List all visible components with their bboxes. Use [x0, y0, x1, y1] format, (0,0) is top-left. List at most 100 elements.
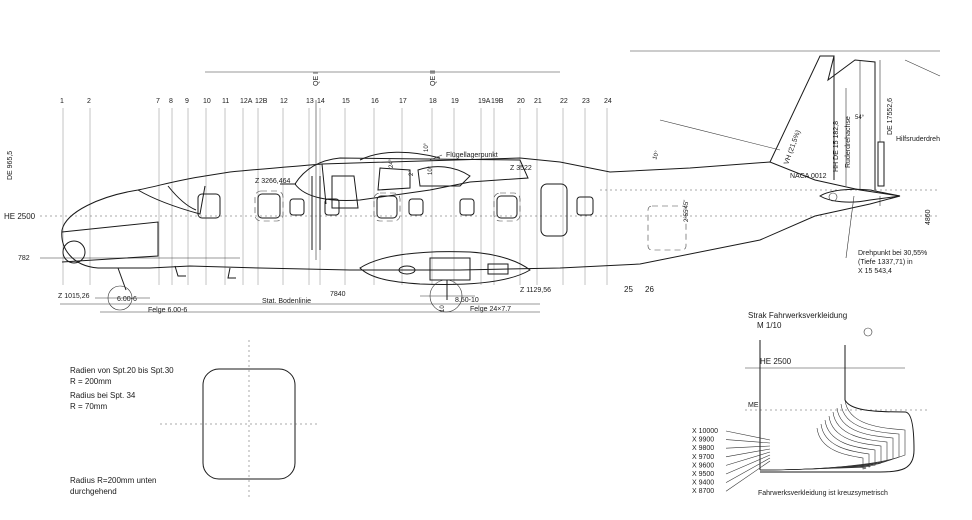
frame-number-9: 9	[185, 98, 189, 105]
dim-4860-label: 4860	[925, 209, 932, 225]
frame-number-23: 23	[582, 98, 590, 105]
angle-2-label: 2°	[409, 170, 415, 176]
window-2	[289, 198, 305, 216]
fairing-contour	[759, 411, 888, 471]
frame-number-8: 8	[169, 98, 173, 105]
frame-number-20: 20	[517, 98, 525, 105]
fairing-leader-line	[725, 448, 771, 458]
floor-line-label: Stat. Bodenlinie	[262, 298, 311, 305]
frame-number-25: 25	[624, 285, 633, 294]
window-detail-line3: Radius bei Spt. 34	[70, 391, 136, 400]
fairing-station-label: X 9400	[692, 480, 714, 487]
frame-number-7: 7	[156, 98, 160, 105]
drehpunkt-line2: (Tiefe 1337,71) in	[858, 259, 913, 266]
frame-number-24: 24	[604, 98, 612, 105]
fairing-title1: Strak Fahrwerksverkleidung	[748, 311, 847, 320]
main-tyre-label: 8.50-10	[455, 297, 479, 304]
cockpit-side-window	[197, 193, 221, 219]
fairing-station-label: X 9700	[692, 454, 714, 461]
window-6	[459, 198, 475, 216]
fairing-leader-line	[725, 454, 771, 475]
window-detail: Radien von Spt.20 bis Spt.30 R = 200mm R…	[70, 340, 320, 500]
frame-number-1: 1	[60, 98, 64, 105]
angle-24-label: 24°	[389, 158, 395, 168]
fairing-contour	[759, 427, 866, 471]
ruder-label: Ruderdrehachse	[845, 116, 852, 168]
window-4	[376, 195, 398, 219]
frame-number-21: 21	[534, 98, 542, 105]
de-17552-label: DE 17552,6	[887, 98, 894, 135]
frame-number-12B: 12B	[255, 98, 268, 105]
frame-number-17: 17	[399, 98, 407, 105]
window-7	[496, 195, 518, 219]
frame-number-10: 10	[203, 98, 211, 105]
frame-number-16: 16	[371, 98, 379, 105]
frame-number-22: 22	[560, 98, 568, 105]
frame-number-14: 14	[317, 98, 325, 105]
window-detail-bottom1: Radius R=200mm unten	[70, 476, 157, 485]
fairing-station-label: X 9900	[692, 437, 714, 444]
naca-label: NACA 0012	[790, 173, 827, 180]
fairing-contour	[759, 399, 906, 471]
fairing-leader-line	[725, 439, 771, 444]
z-lower-label: Z 1129,56	[520, 287, 551, 294]
frame-number-19: 19	[451, 98, 459, 105]
fairing-note: Fahrwerksverkleidung ist kreuzsymetrisch	[758, 490, 888, 497]
frame-number-12: 12	[280, 98, 288, 105]
window-detail-line2: R = 200mm	[70, 377, 112, 386]
window-5	[408, 198, 424, 216]
nose-rim-label: Felge 6.00-6	[148, 307, 187, 314]
window-8	[576, 196, 594, 216]
cargo-door	[540, 183, 568, 237]
nose-tyre-label: 6.00-6	[117, 296, 137, 303]
fairing-leader-line	[725, 451, 771, 466]
angle-10b-label: 10°	[428, 165, 434, 175]
fairing-contour	[759, 419, 876, 471]
vh-label: VH (21,5%)	[783, 129, 802, 165]
dim-7840-label: 7840	[330, 291, 346, 298]
window-1	[257, 193, 281, 219]
angle-10-label: 10°	[424, 142, 430, 152]
fairing-he-label: HE 2500	[760, 357, 792, 366]
fairing-contour	[759, 423, 871, 471]
frame-number-13: 13	[306, 98, 314, 105]
fairing-leader-line	[725, 457, 771, 483]
angle-54-label: 54°	[855, 115, 865, 121]
fairing-detail: Strak Fahrwerksverkleidung M 1/10 HE 250…	[692, 311, 930, 497]
flugellagerpunkt-label: Flügellagerpunkt	[446, 152, 498, 159]
main-rim-label: Felge 24×7.7	[470, 306, 511, 313]
window-detail-line1: Radien von Spt.20 bis Spt.30	[70, 366, 174, 375]
drehpunkt-line3: X 15 543,4	[858, 268, 892, 275]
tail-group: 10° 2°55'45" VH (21,5%) NACA 0012 HH DE …	[652, 55, 941, 275]
frame-number-15: 15	[342, 98, 350, 105]
frame-number-19A: 19A	[478, 98, 491, 105]
reference-lines	[40, 50, 940, 313]
engine-nacelle	[280, 100, 529, 260]
fairing-station-label: X 10000	[692, 428, 718, 435]
fairing-contour	[759, 407, 894, 471]
qe2-label: QE II	[430, 70, 437, 86]
tail-angle-2-label: 2°55'45"	[684, 200, 690, 222]
tail-angle-10-label: 10°	[652, 150, 661, 161]
gear-labels: 6.00-6 Felge 6.00-6 8.50-10 Felge 24×7.7	[117, 296, 511, 314]
frame-number-18: 18	[429, 98, 437, 105]
z-upper-label: Z 3266,464	[255, 178, 291, 185]
frame-number-12A: 12A	[240, 98, 253, 105]
he-label: HE 2500	[4, 212, 36, 221]
qe1-label: QE I	[313, 72, 320, 86]
fuselage-annotations: Z 3266,464 Z 3522 Z 1129,56 Flügellagerp…	[255, 142, 551, 312]
z-wing-label: Z 3522	[510, 165, 532, 172]
fairing-leader-line	[725, 445, 771, 449]
fairing-leader-line	[725, 430, 771, 441]
fairing-title2: M 1/10	[757, 321, 782, 330]
window-detail-bottom2: durchgehend	[70, 487, 117, 496]
fairing-station-label: X 9800	[692, 445, 714, 452]
fairing-station-label: X 9600	[692, 462, 714, 469]
dim-10-label: 10	[440, 305, 446, 312]
main-gear-sponson	[359, 251, 531, 313]
fairing-leader-line	[725, 460, 771, 492]
fuselage-outline	[61, 157, 901, 311]
frame-number-26: 26	[645, 285, 654, 294]
